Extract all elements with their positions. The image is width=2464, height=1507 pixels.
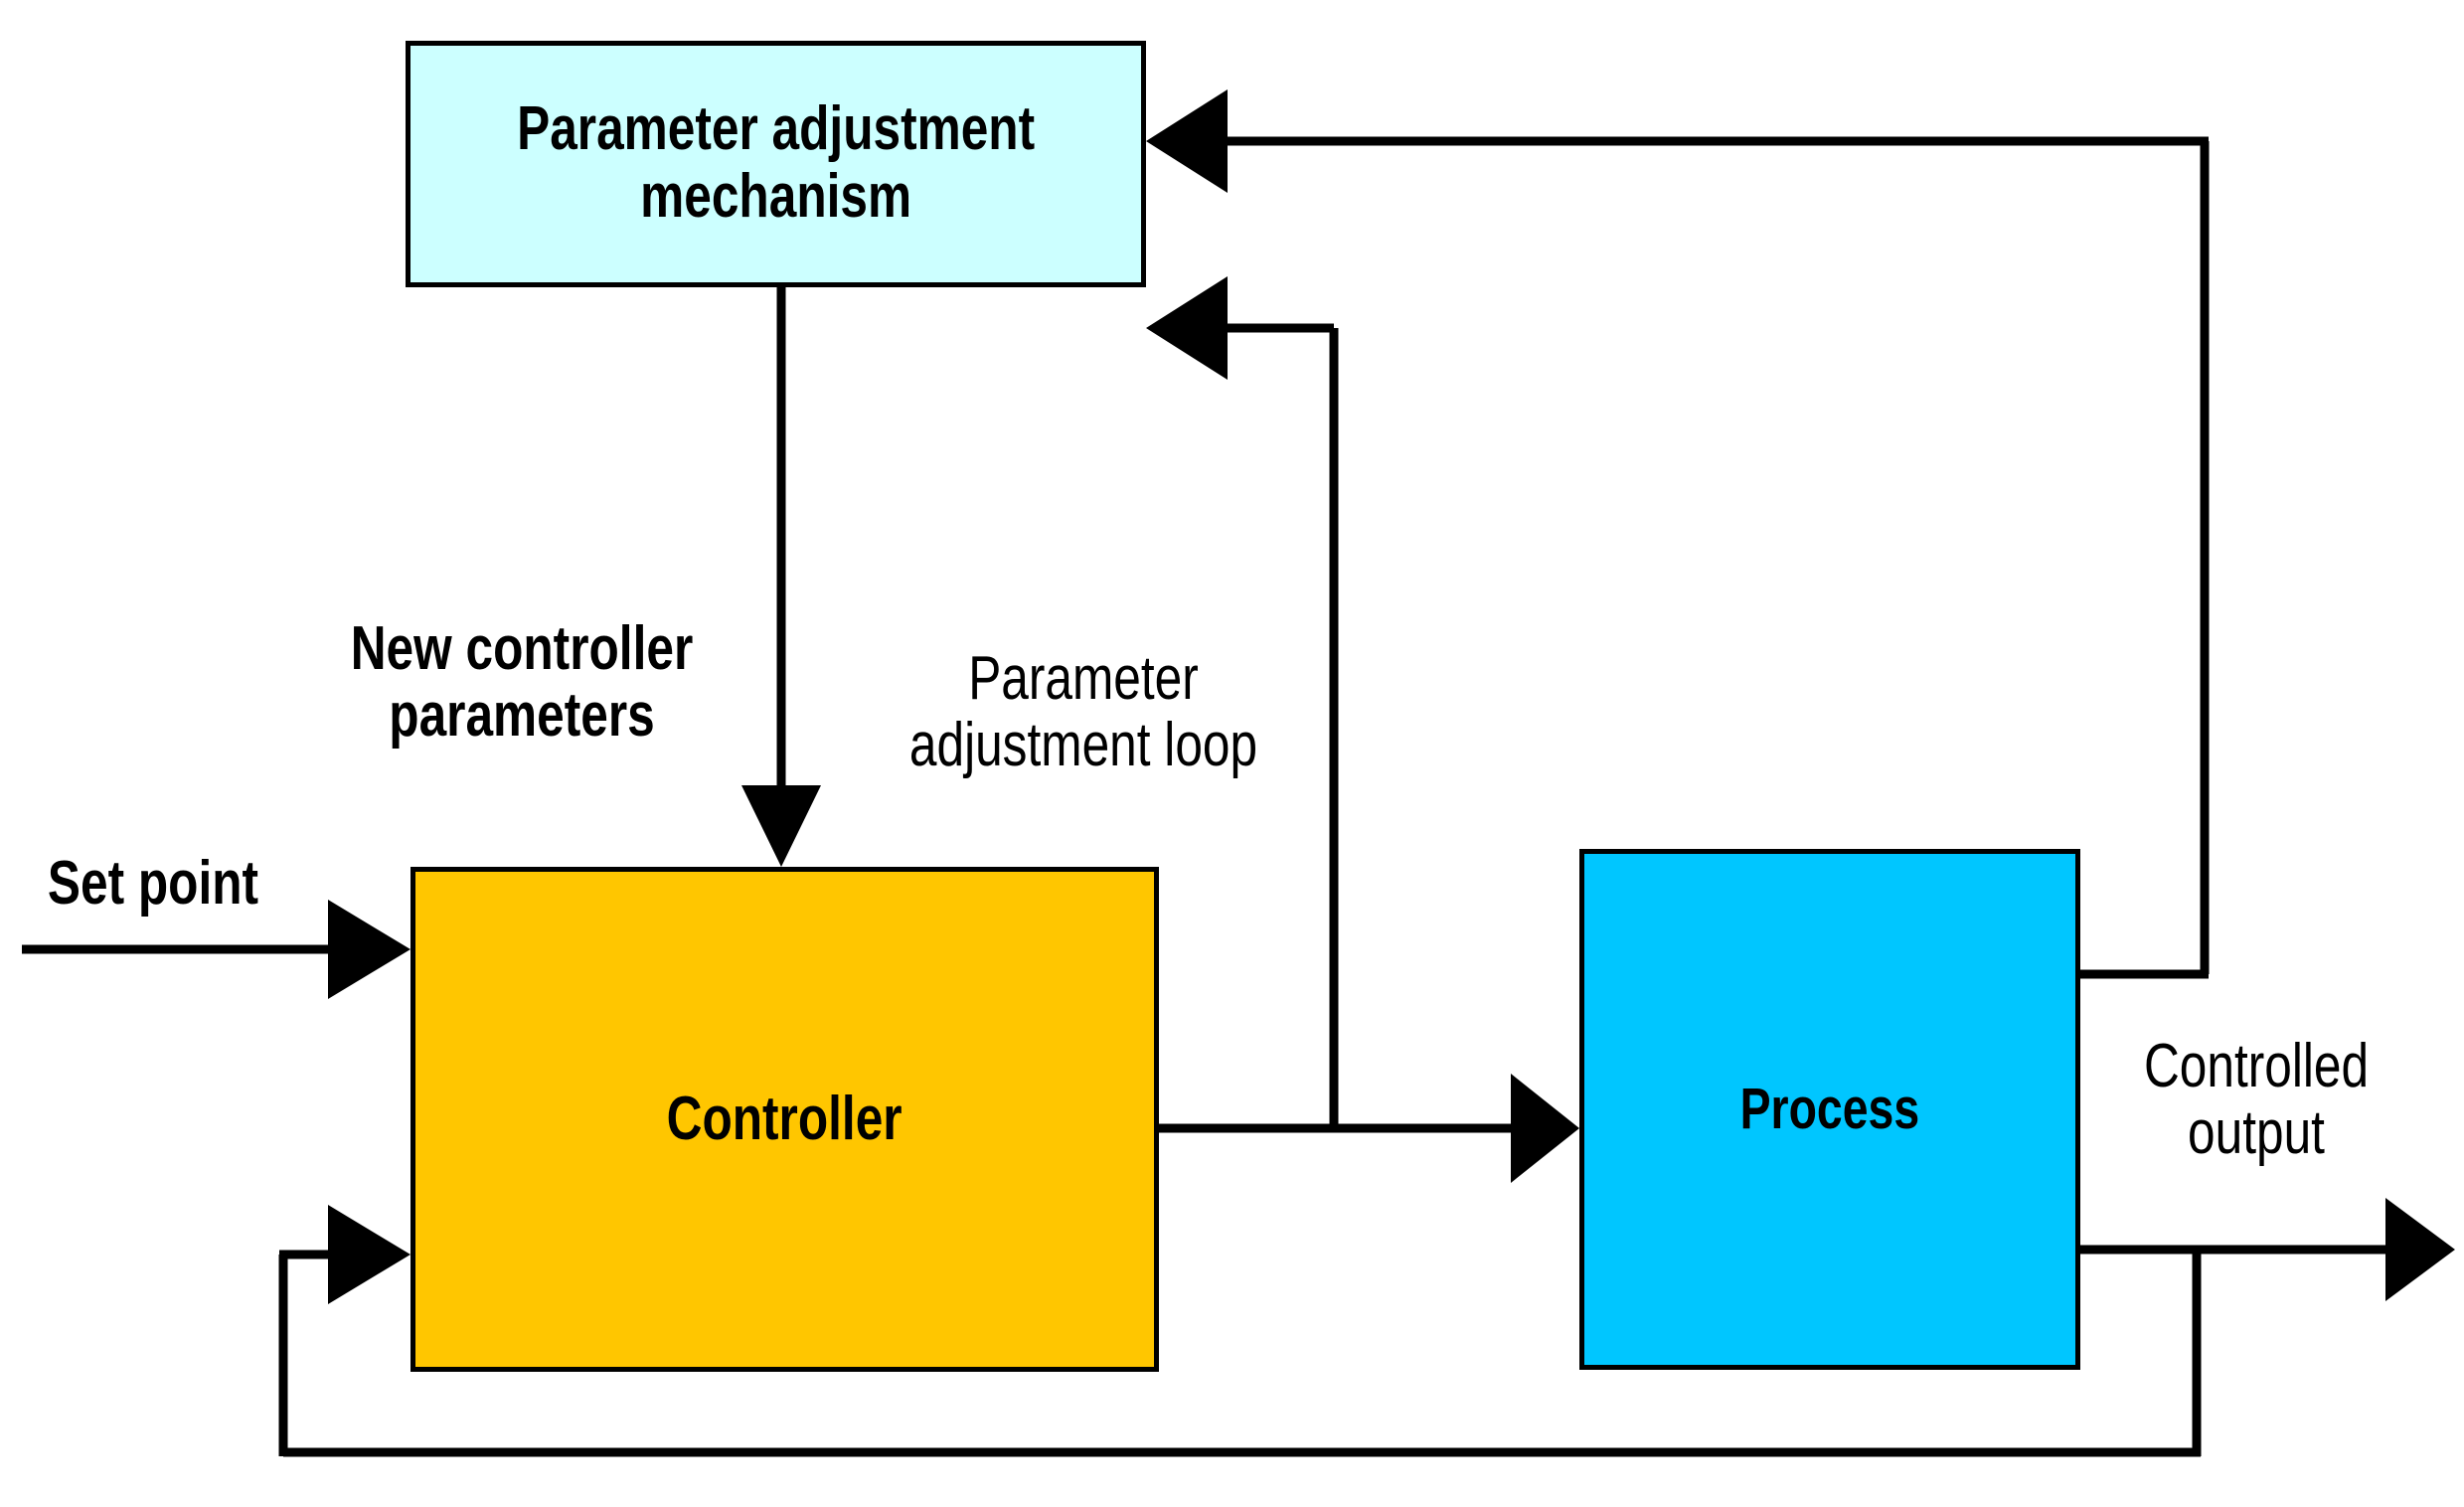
line-controlled-output <box>2080 1198 2455 1301</box>
line-process-output-to-param-mechanism <box>1146 89 2210 979</box>
label-set-point: Set point <box>47 849 259 918</box>
label-parameter-adjustment-loop: Parameter adjustment loop <box>908 644 1258 779</box>
block-parameter-adjustment-mechanism[interactable]: Parameter adjustment mechanism <box>406 41 1146 287</box>
block-parameter-adjustment-mechanism-label: Parameter adjustment mechanism <box>517 94 1035 232</box>
block-controller-label: Controller <box>666 1084 903 1153</box>
label-new-controller-parameters: New controller parameters <box>350 614 694 750</box>
block-process[interactable]: Process <box>1579 849 2080 1370</box>
block-process-label: Process <box>1739 1077 1920 1142</box>
block-controller[interactable]: Controller <box>411 867 1159 1372</box>
label-controlled-output: Controlled output <box>2143 1032 2370 1167</box>
line-controller-output-to-param-mechanism <box>1146 276 1339 1128</box>
line-output-feedback-to-controller <box>278 1205 2202 1457</box>
line-param-mechanism-to-controller <box>741 287 821 867</box>
line-controller-to-process <box>1159 1074 1579 1183</box>
line-set-point-to-controller <box>22 900 411 999</box>
